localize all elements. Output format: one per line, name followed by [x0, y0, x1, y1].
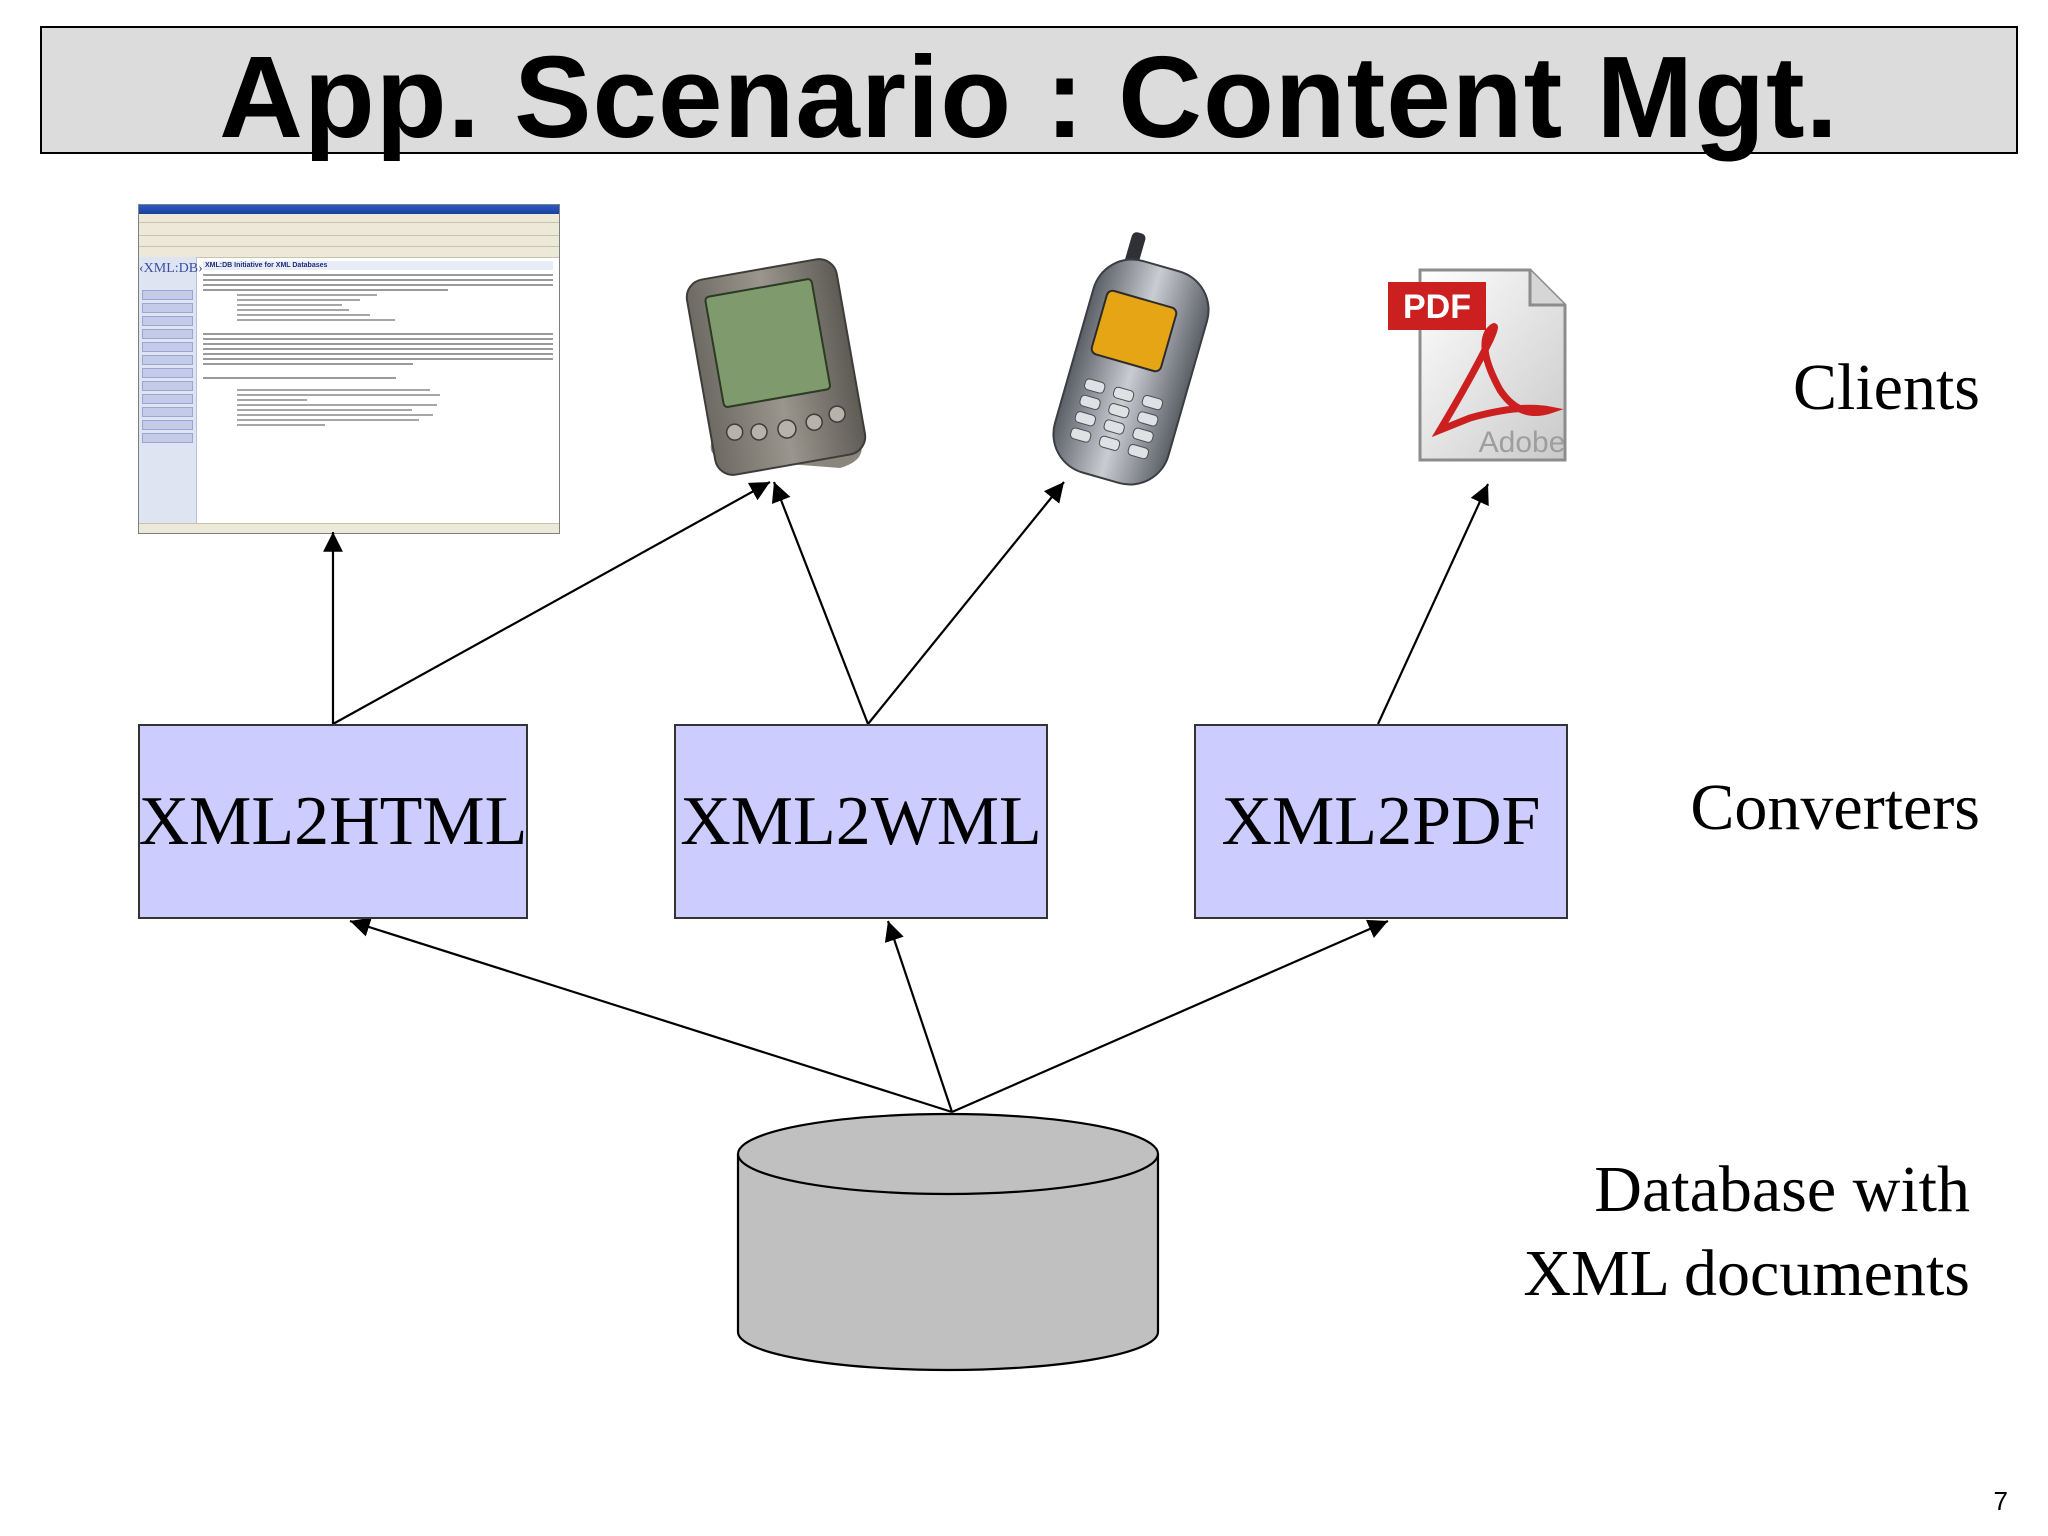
- adobe-label: Adobe: [1479, 426, 1566, 459]
- converter-xml2pdf: XML2PDF: [1194, 724, 1568, 919]
- slide-title-bar: App. Scenario : Content Mgt.: [40, 26, 2018, 162]
- browser-nav-item: [142, 342, 193, 352]
- browser-status-bar: [139, 523, 559, 533]
- browser-nav-item: [142, 433, 193, 443]
- tier-label-converters: Converters: [1690, 771, 1980, 844]
- browser-search-toolbar: [139, 247, 559, 258]
- browser-sidebar: ‹XML:DB›: [139, 257, 203, 524]
- browser-nav-item: [142, 368, 193, 378]
- browser-content: ‹XML:DB› XML:DB Initiative for XML Datab…: [139, 257, 559, 524]
- browser-nav-item: [142, 316, 193, 326]
- converter-xml2html: XML2HTML: [138, 724, 528, 919]
- arrow-xml2wml-to-pda: [771, 481, 870, 725]
- arrow-xml2pdf-to-pdf: [1377, 483, 1489, 725]
- pda-icon: [685, 258, 867, 476]
- pdf-badge-label: PDF: [1403, 288, 1471, 326]
- browser-nav-item: [142, 420, 193, 430]
- converter-xml2wml: XML2WML: [674, 724, 1048, 919]
- browser-nav-item: [142, 394, 193, 404]
- browser-nav-item: [142, 290, 193, 300]
- browser-page-heading: XML:DB Initiative for XML Databases: [203, 261, 553, 270]
- browser-nav-item: [142, 355, 193, 365]
- mobile-phone-icon: [1052, 232, 1210, 486]
- slide-title: App. Scenario : Content Mgt.: [219, 32, 1839, 162]
- arrow-xml2html-to-pda: [332, 481, 771, 725]
- browser-toolbar: [139, 223, 559, 236]
- database-cylinder: [736, 1112, 1160, 1372]
- browser-nav-item: [142, 381, 193, 391]
- pdf-document-icon: PDF Adobe: [1388, 268, 1567, 462]
- arrow-db-to-xml2pdf: [951, 919, 1389, 1114]
- browser-menu-bar: [139, 214, 559, 223]
- xmldb-logo: ‹XML:DB›: [139, 261, 203, 276]
- arrow-xml2wml-to-phone: [867, 481, 1065, 725]
- tier-label-clients: Clients: [1792, 351, 1980, 424]
- page-number: 7: [1993, 1486, 2008, 1516]
- browser-nav-item: [142, 407, 193, 417]
- web-browser-screenshot: ‹XML:DB› XML:DB Initiative for XML Datab…: [138, 204, 560, 534]
- browser-title-bar: [139, 205, 559, 214]
- browser-nav-item: [142, 329, 193, 339]
- acrobat-logo: [1431, 323, 1564, 438]
- browser-page: XML:DB Initiative for XML Databases: [197, 257, 559, 524]
- tier-label-database-line2: XML documents: [1523, 1237, 1970, 1310]
- tier-label-database: Database with XML documents: [1400, 1148, 1970, 1316]
- arrow-db-to-xml2html: [349, 917, 953, 1114]
- browser-nav-item: [142, 303, 193, 313]
- browser-address-bar: [139, 236, 559, 247]
- tier-label-database-line1: Database with: [1594, 1153, 1970, 1226]
- arrow-db-to-xml2wml: [884, 920, 954, 1113]
- pdf-badge: [1388, 282, 1486, 330]
